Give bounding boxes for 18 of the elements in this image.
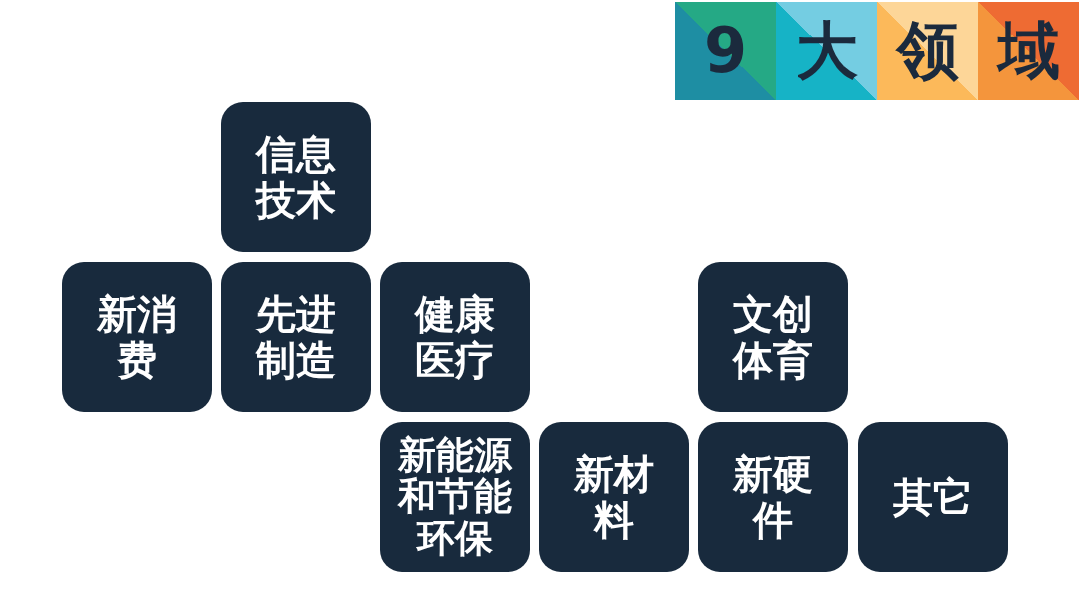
domain-label: 先进制造	[256, 291, 336, 383]
domain-label: 新材料	[574, 451, 654, 543]
domain-label: 健康医疗	[415, 291, 495, 383]
domain-label: 其它	[893, 474, 973, 520]
domain-tile	[221, 262, 371, 412]
domain-tile	[62, 262, 212, 412]
domain-tile	[858, 422, 1008, 572]
domain-tile	[380, 262, 530, 412]
domain-tile	[221, 102, 371, 252]
domain-tile	[539, 422, 689, 572]
domain-tile	[380, 422, 530, 572]
domain-label: 信息技术	[256, 131, 336, 223]
domain-label: 新能源和节能环保	[398, 435, 512, 559]
domain-label: 新硬件	[733, 451, 813, 543]
domain-tile	[698, 422, 848, 572]
domain-label: 新消费	[97, 291, 177, 383]
domain-tile	[698, 262, 848, 412]
domain-label: 文创体育	[733, 291, 813, 383]
